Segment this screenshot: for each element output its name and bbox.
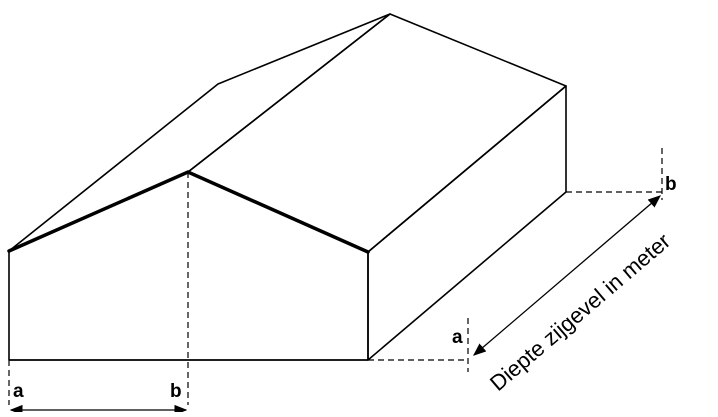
roof-left-slope [8,13,391,252]
depth-label: Diepte zijgevel in meter [485,228,675,396]
label-a-front: a [13,381,24,402]
side-wall [367,85,567,361]
label-b-side: b [665,174,677,195]
label-a-side: a [452,327,463,348]
label-b-front: b [170,381,182,402]
depth-dimension-arrow [473,195,661,356]
